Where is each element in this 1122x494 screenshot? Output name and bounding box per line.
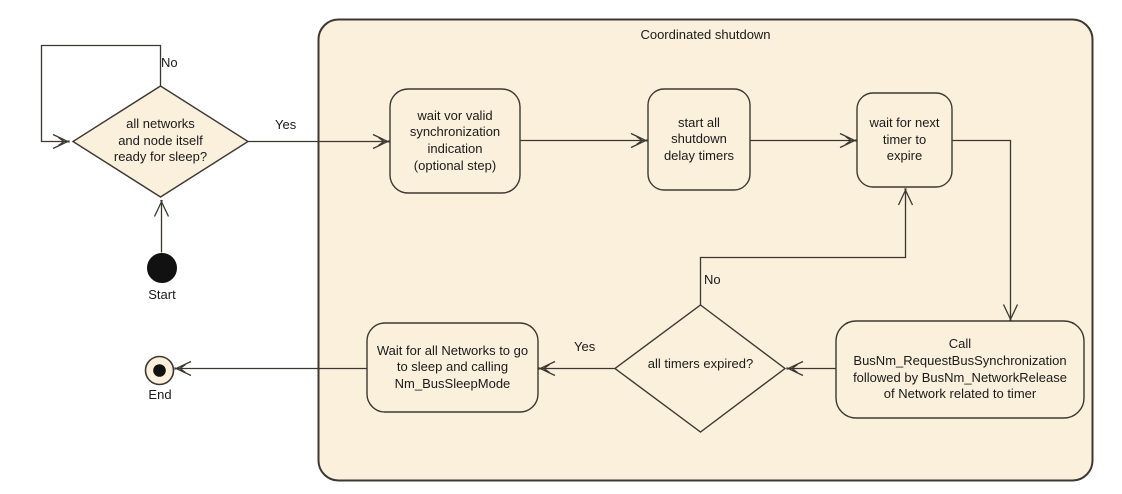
action-wait-networks: [366, 322, 539, 413]
decision-timers-expired: [613, 304, 787, 433]
start-node: [147, 253, 177, 283]
action-wait-timer: [856, 92, 953, 188]
end-node-inner: [153, 364, 166, 377]
decision-networks-ready: [71, 85, 250, 198]
action-start-timers: [647, 88, 751, 191]
edge-no-to-wait-timer: [699, 188, 914, 305]
edge-no-loop: [40, 44, 162, 150]
action-call-release: [835, 320, 1085, 419]
action-wait-sync: [389, 88, 521, 194]
edge-wait-timer-to-call: [952, 139, 1019, 322]
